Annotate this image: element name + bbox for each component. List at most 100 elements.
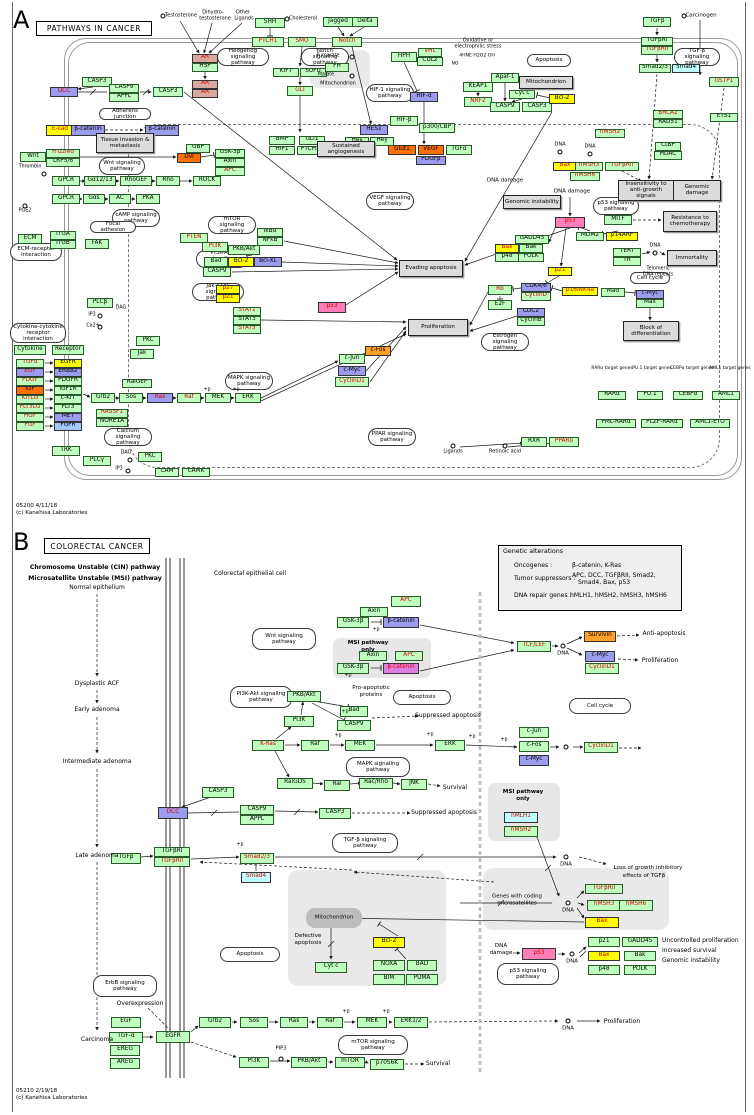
gene-node-puma[interactable]: PUMA: [406, 973, 438, 985]
gene-node-hmsh6[interactable]: hMSH6: [619, 899, 653, 911]
gene-node-cdk4-6[interactable]: CDK4/6: [521, 282, 551, 292]
gene-node-hmlh1[interactable]: hMLH1: [504, 811, 538, 823]
gene-node-dcc[interactable]: DCC: [158, 807, 188, 819]
gene-node-c-kit[interactable]: c-KIT: [54, 394, 82, 404]
gene-node-stat1[interactable]: STAT1: [233, 306, 261, 316]
gene-node-mek[interactable]: MEK: [357, 1016, 387, 1028]
gene-node-sos[interactable]: Sos: [119, 393, 143, 403]
gene-node-itga[interactable]: ITGA: [50, 230, 76, 240]
gene-node-catenin[interactable]: β-catenin: [383, 662, 419, 674]
gene-node-i-b[interactable]: IκBα: [257, 227, 283, 237]
gene-node-casp3[interactable]: CASP3: [319, 807, 351, 819]
gene-node-ras[interactable]: Ras: [280, 1016, 308, 1028]
gene-node-pkb-akt[interactable]: PKB/Akt: [287, 690, 321, 702]
gene-node-kitlg[interactable]: KITLG: [16, 394, 44, 404]
gene-node-gstp1[interactable]: GSTP1: [709, 77, 739, 87]
gene-node-c-jun[interactable]: c-Jun: [519, 726, 549, 738]
pathway-label-wnt-signaling-pathway[interactable]: Wnt signaling pathway: [99, 157, 145, 175]
gene-node-p48[interactable]: p48: [588, 965, 620, 975]
gene-node-ets1[interactable]: ETS1: [710, 112, 738, 122]
gene-node-tgf[interactable]: TGFα: [446, 145, 472, 155]
pathway-label-cell-cycle[interactable]: Cell cycle: [569, 698, 631, 714]
gene-node-tgf-rii[interactable]: TGFβRII: [154, 857, 190, 867]
gene-node-appl[interactable]: APPL: [109, 92, 139, 102]
pathway-label-erbb-signaling-pathway[interactable]: ErbB signaling pathway: [93, 975, 157, 997]
gene-node-smad4[interactable]: Smad4: [672, 63, 700, 73]
gene-node-bad[interactable]: Bad: [204, 257, 228, 267]
pathway-label-p53-signaling-pathway[interactable]: p53 signaling pathway: [497, 963, 559, 985]
gene-node-bcl-2[interactable]: Bcl-2: [373, 936, 405, 948]
gene-node-egfr[interactable]: EGFR: [156, 1031, 190, 1043]
gene-node-bax[interactable]: Bax: [588, 951, 620, 961]
gene-node-dcc[interactable]: DCC: [50, 87, 78, 97]
gene-node-p21[interactable]: p21: [216, 293, 240, 303]
gene-node-erk1-2[interactable]: ERK1/2: [394, 1016, 428, 1028]
process-box-resistance-to-chemotherapy[interactable]: Resistance to chemotherapy: [663, 210, 717, 232]
process-box-tissue-invasion-metastasis[interactable]: Tissue invasion & metastasis: [96, 133, 154, 153]
gene-node-gpcr[interactable]: GPCR: [52, 194, 80, 204]
gene-node-jnk[interactable]: JNK: [401, 778, 427, 790]
pathway-label-mapk-signaling-pathway[interactable]: MAPK signaling pathway: [346, 757, 410, 777]
pathway-label-apoptosis[interactable]: Apoptosis: [220, 946, 280, 962]
gene-node-cyt-c[interactable]: Cyt c: [315, 961, 347, 973]
gene-node-keap1[interactable]: KEAP1: [463, 82, 493, 92]
gene-node-p70s6k[interactable]: p70S6K: [370, 1058, 404, 1070]
gene-node-hmsh6[interactable]: hMSH6: [570, 171, 600, 181]
gene-node-rac-rho[interactable]: Rac/Rho: [359, 777, 393, 789]
gene-node-rhogef[interactable]: RhoGEF: [120, 176, 152, 186]
gene-node-tgf[interactable]: TGFα: [16, 358, 44, 368]
gene-node-cyclinb[interactable]: CyclinB: [517, 316, 545, 326]
gene-node-bax[interactable]: Bax: [585, 916, 619, 928]
gene-node-fgfr[interactable]: FGFR: [54, 421, 82, 431]
gene-node-rad51[interactable]: RAD51: [653, 118, 683, 128]
gene-node-p53[interactable]: p53: [522, 948, 556, 960]
gene-node-catenin[interactable]: β-catenin: [383, 616, 419, 628]
gene-node-e-cad[interactable]: E-cad: [46, 124, 74, 136]
gene-node-plzf-rar[interactable]: PLZF-RARα: [641, 418, 683, 428]
gene-node-hsp[interactable]: HSP: [192, 62, 218, 72]
gene-node-plc[interactable]: PLCβ: [87, 298, 113, 308]
gene-node-tgf-rii[interactable]: TGFβRII: [641, 45, 673, 55]
gene-node-mek[interactable]: MEK: [345, 739, 375, 751]
gene-node-hmsh3[interactable]: hMSH3: [575, 161, 603, 171]
gene-node-wnt[interactable]: Wnt: [20, 152, 46, 162]
gene-node-ctbp[interactable]: CtBP: [655, 141, 681, 151]
gene-node-delta[interactable]: Delta: [352, 17, 378, 27]
gene-node-brca2[interactable]: BRCA2: [653, 109, 683, 119]
gene-node-smad2-3[interactable]: Smad2/3: [639, 63, 671, 73]
gene-node-egf[interactable]: EGF: [16, 367, 44, 377]
process-box-block-of-differentiation[interactable]: Block of differentiation: [623, 321, 679, 341]
gene-node-receptor[interactable]: Receptor: [52, 345, 84, 355]
gene-node-ar[interactable]: AR: [192, 88, 218, 98]
gene-node-jagged[interactable]: Jagged: [323, 17, 353, 27]
gene-node-p14arf[interactable]: p14ARF: [606, 231, 638, 241]
gene-node-ras[interactable]: Ras: [147, 393, 173, 403]
gene-node-hmsh2[interactable]: hMSH2: [595, 128, 625, 138]
gene-node-grb2[interactable]: Grb2: [199, 1016, 231, 1028]
gene-node-bak[interactable]: Bak: [624, 951, 656, 961]
gene-node-glut1[interactable]: Glut1: [388, 145, 416, 155]
gene-node-cyclind[interactable]: CyclinD: [521, 291, 551, 301]
gene-node-rock[interactable]: ROCK: [193, 176, 221, 186]
gene-node-bax[interactable]: Bax: [553, 161, 577, 171]
pathway-label-cytokine-cytokine-receptor-interaction[interactable]: Cytokine-cytokine receptor interaction: [10, 323, 66, 343]
process-box-sustained-angiogenesis[interactable]: Sustained angiogenesis: [317, 141, 375, 157]
gene-node-hmsh3[interactable]: hMSH3: [587, 899, 621, 911]
gene-node-notch[interactable]: Notch: [332, 37, 362, 47]
gene-node-nrf2[interactable]: NRF2: [464, 97, 492, 107]
gene-node-casp3[interactable]: CASP3: [202, 786, 234, 798]
gene-node-gpcr[interactable]: GPCR: [52, 176, 80, 186]
gene-node-egf[interactable]: EGF: [111, 1016, 141, 1028]
pathway-label-wnt-signaling-pathway[interactable]: Wnt signaling pathway: [252, 628, 316, 650]
gene-node-sufu[interactable]: SUFU: [299, 67, 327, 77]
pathway-label-mtor-signaling-pathway[interactable]: mTOR signaling pathway: [208, 216, 256, 234]
process-box-genomic-instability[interactable]: Genomic instability: [503, 195, 561, 209]
gene-node-gsk-3[interactable]: GSK-3β: [215, 148, 245, 158]
gene-node-stat5[interactable]: STAT5: [233, 324, 261, 334]
gene-node-apc[interactable]: APC: [395, 651, 423, 661]
pathway-label-cell-cycle[interactable]: Cell cycle: [630, 272, 670, 284]
gene-node-c-myc[interactable]: c-Myc: [585, 650, 615, 662]
gene-node-mitf[interactable]: MITF: [604, 215, 632, 225]
gene-node-p53[interactable]: p53: [318, 301, 346, 313]
gene-node-ralgds[interactable]: RalGDS: [277, 777, 313, 789]
